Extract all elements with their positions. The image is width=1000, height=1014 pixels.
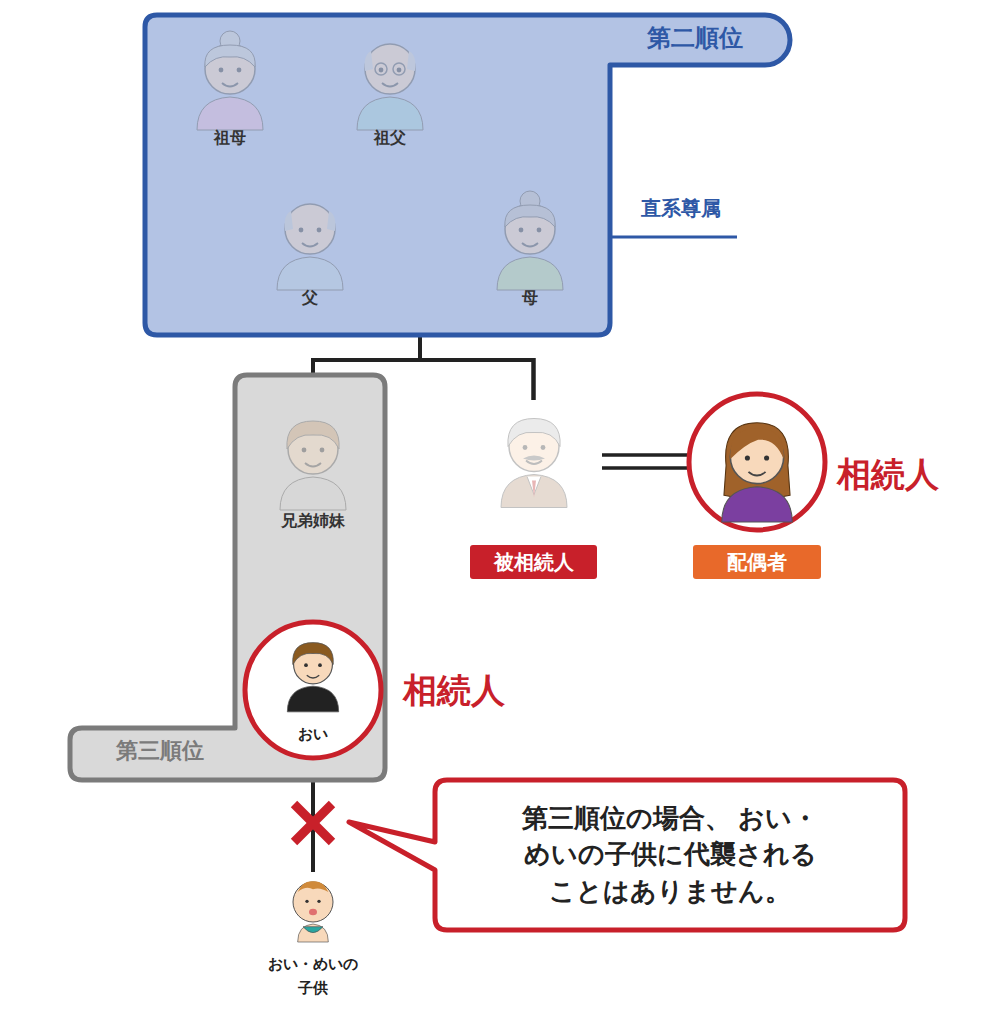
node-label: 被相続人 bbox=[470, 545, 597, 579]
person-figure: 父 bbox=[265, 185, 355, 312]
family-line bbox=[602, 455, 687, 468]
node-label: 相続人 bbox=[837, 452, 939, 496]
figure bbox=[265, 185, 355, 290]
node-label: 第二順位 bbox=[620, 22, 770, 53]
node-label: おい bbox=[243, 724, 383, 744]
person-figure: 母 bbox=[485, 185, 575, 312]
figure bbox=[185, 25, 275, 130]
node-label: 相続人 bbox=[403, 668, 505, 712]
person-illustration bbox=[197, 31, 263, 130]
node-label: 第三順位 bbox=[90, 737, 230, 766]
deceased-figure: 被相続人 bbox=[465, 400, 602, 580]
figure bbox=[268, 405, 358, 510]
callout-box: 第三順位の場合、 おい・めいの子供に代襲される ことはありません。 bbox=[435, 780, 905, 930]
node-label: 祖父 bbox=[345, 128, 435, 149]
priority-band: 第三順位 兄弟姉妹おい相続人 bbox=[70, 375, 385, 780]
figure bbox=[489, 400, 579, 510]
person-illustration bbox=[501, 419, 567, 508]
figure bbox=[283, 872, 343, 942]
figure bbox=[278, 630, 348, 712]
figure bbox=[345, 25, 435, 130]
person-illustration bbox=[357, 44, 423, 130]
person-illustration bbox=[277, 204, 343, 290]
person-illustration bbox=[293, 881, 333, 942]
person-figure: 祖母 bbox=[185, 25, 275, 152]
priority-band: 第二順位直系尊属 祖母 祖父父 母 bbox=[145, 15, 790, 335]
cross-mark bbox=[294, 804, 332, 842]
person-figure: 祖父 bbox=[345, 25, 435, 152]
person-illustration bbox=[722, 423, 792, 522]
node-label: 父 bbox=[265, 288, 355, 309]
child-figure: おい・めいの 子供 bbox=[250, 872, 376, 1008]
node-label: 直系尊属 bbox=[623, 195, 738, 221]
figure bbox=[485, 185, 575, 290]
node-label: おい・めいの 子供 bbox=[258, 952, 368, 1000]
spouse-circle: 配偶者相続人 bbox=[687, 392, 827, 580]
heir-circle: おい相続人 bbox=[243, 620, 383, 760]
person-illustration bbox=[280, 421, 346, 510]
node-label: 祖母 bbox=[185, 128, 275, 149]
node-label: 母 bbox=[485, 288, 575, 309]
person-illustration bbox=[287, 643, 338, 712]
node-label: 兄弟姉妹 bbox=[263, 511, 363, 532]
person-figure: 兄弟姉妹 bbox=[263, 405, 363, 535]
node-label: 配偶者 bbox=[693, 545, 821, 579]
figure bbox=[709, 410, 805, 522]
callout-text: 第三順位の場合、 おい・めいの子供に代襲される ことはありません。 bbox=[450, 800, 890, 909]
person-illustration bbox=[497, 191, 563, 290]
